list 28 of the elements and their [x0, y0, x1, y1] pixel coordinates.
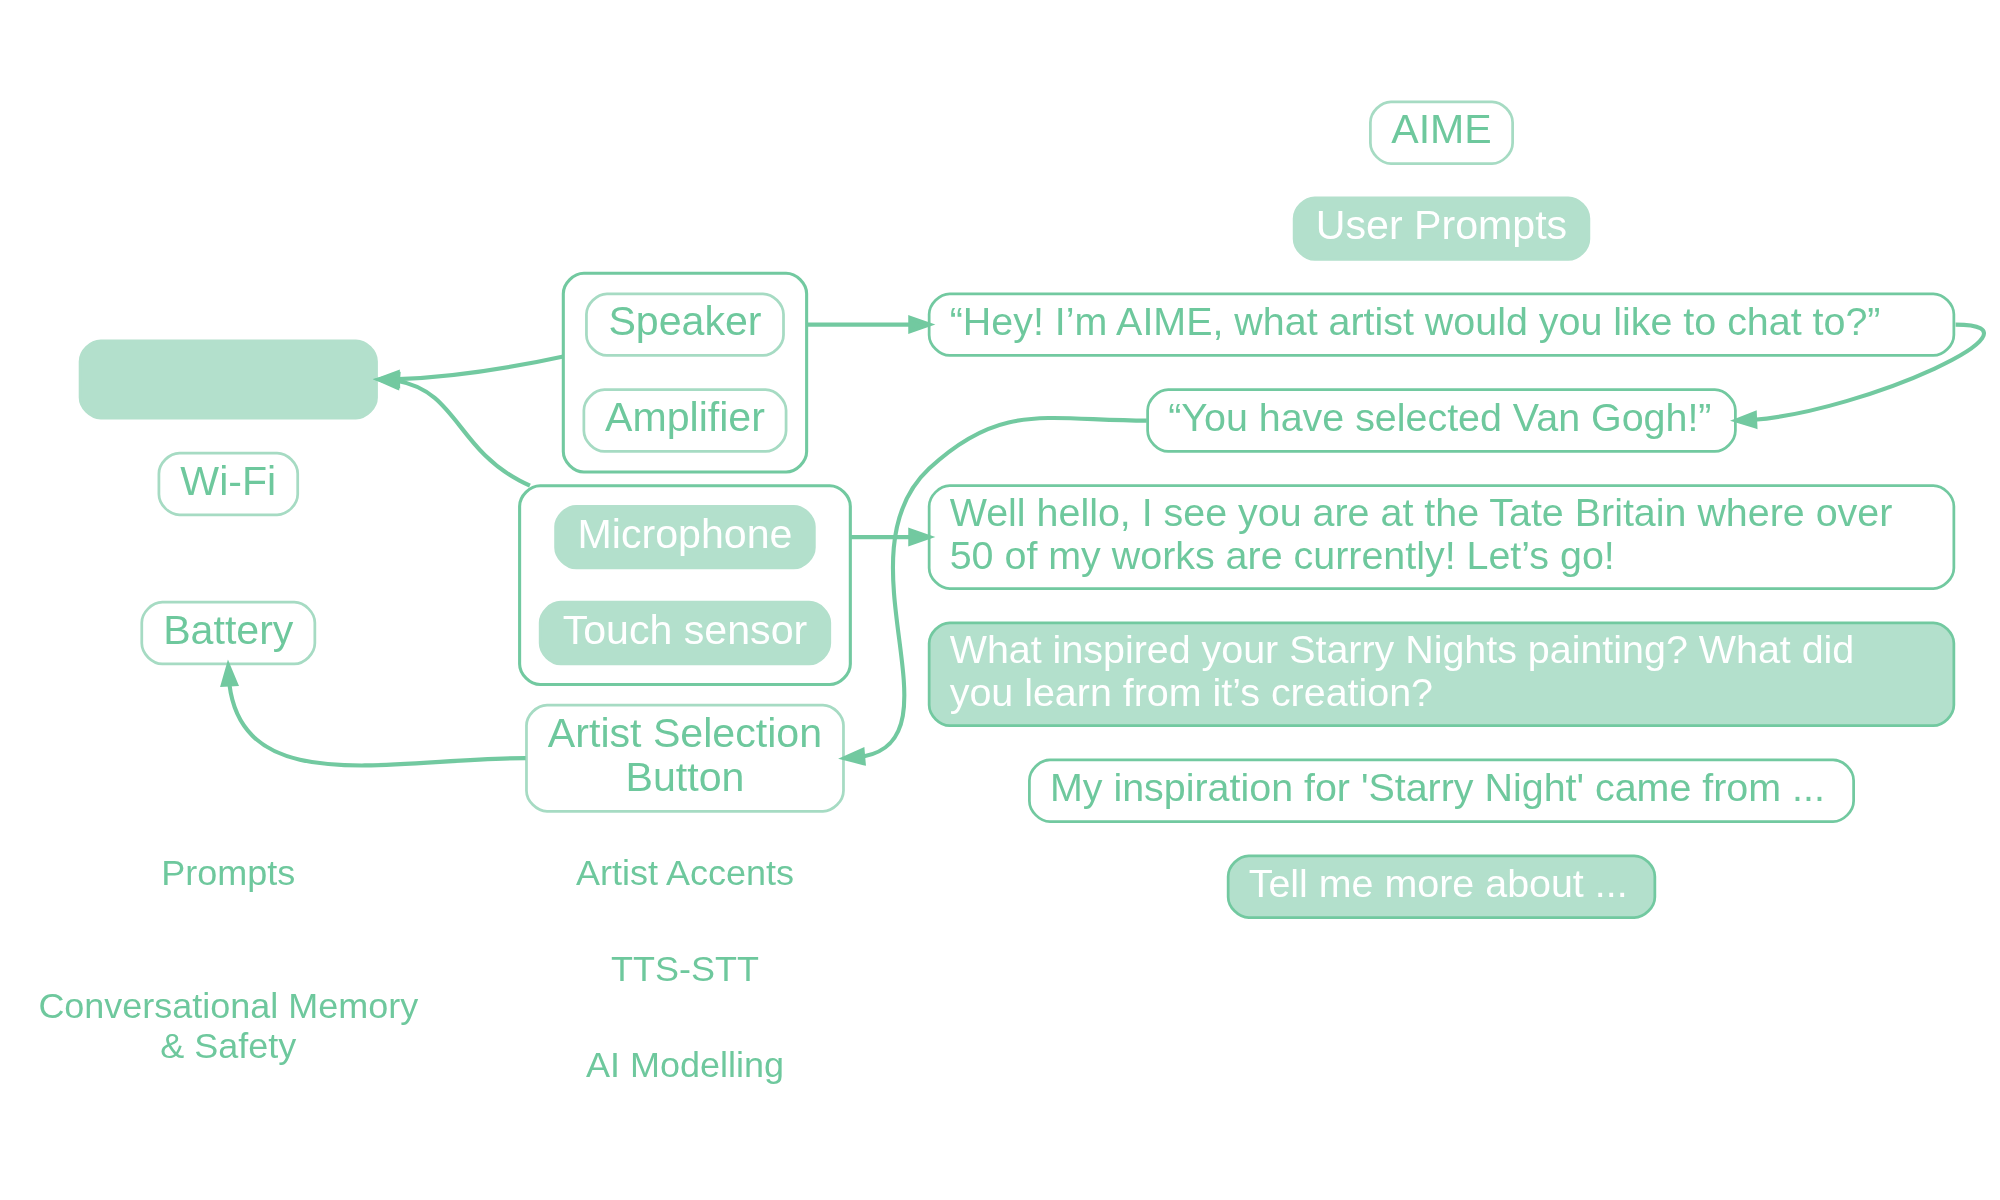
- node-box: [78, 339, 378, 419]
- node-box: AIME: [1369, 99, 1514, 165]
- cluster: [518, 483, 852, 686]
- arrow: [806, 314, 936, 334]
- node-box: Touch sensor: [538, 600, 832, 665]
- node-box: Well hello, I see you are at the Tate Britain where over 50 of my works are currently! Let’s go!: [927, 483, 1956, 590]
- cluster: [561, 271, 809, 474]
- node-box: What inspired your Starry Nights painting? What did you learn from it’s creation?: [927, 620, 1956, 727]
- node-box: Amplifier: [582, 387, 788, 453]
- arrow: [220, 658, 526, 767]
- arrow: [1730, 322, 1986, 429]
- node-box: Tell me more about ...: [1226, 853, 1657, 919]
- node-box: Wi-Fi: [157, 451, 300, 516]
- node-box: Microphone: [554, 504, 816, 569]
- node-box: My inspiration for 'Starry Night' came from ...: [1028, 758, 1855, 823]
- label: Artist Accents: [576, 851, 794, 893]
- node-box: “You have selected Van Gogh!”: [1146, 387, 1737, 453]
- arrow: [850, 527, 936, 547]
- node-box: “Hey! I’m AIME, what artist would you like to chat to?”: [927, 291, 1956, 357]
- node-box: User Prompts: [1292, 195, 1591, 261]
- label: AI Modelling: [586, 1043, 784, 1085]
- label: TTS-STT: [611, 947, 759, 989]
- node-box: Artist Selection Button: [525, 703, 845, 813]
- node-box: Speaker: [585, 291, 785, 357]
- label: Prompts: [161, 851, 296, 893]
- node-box: Battery: [140, 600, 317, 665]
- label: Conversational Memory & Safety: [38, 984, 419, 1066]
- arrow: [838, 415, 1147, 766]
